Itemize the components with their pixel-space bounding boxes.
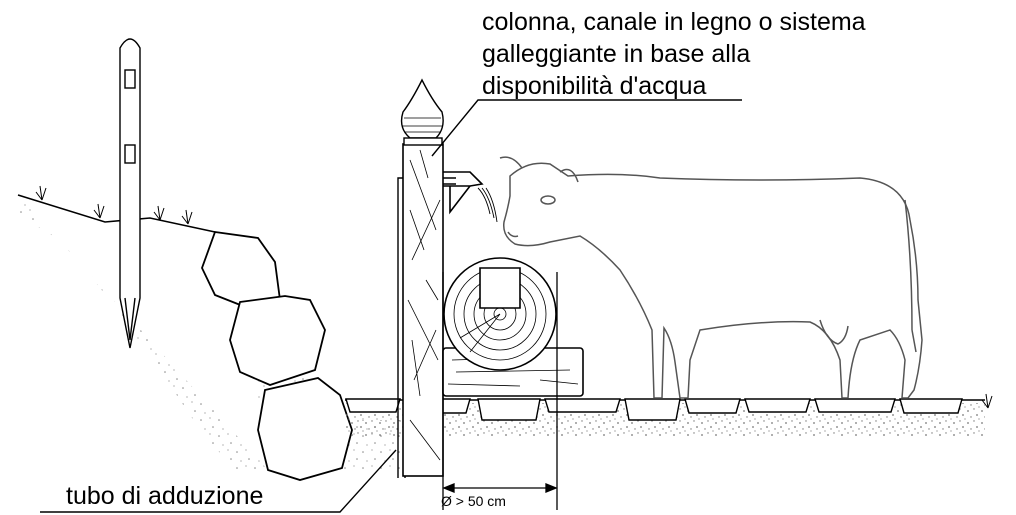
top-note-line-3: disponibilità d'acqua <box>482 72 707 100</box>
water-spout <box>443 171 498 223</box>
paving-slabs <box>345 398 963 421</box>
top-note: colonna, canale in legno o sistema galle… <box>482 6 866 102</box>
top-note-line-2: galleggiante in base alla <box>482 40 751 68</box>
diameter-label: Ø > 50 cm <box>441 493 506 509</box>
retaining-stones <box>201 231 353 481</box>
grass-tufts <box>35 185 993 409</box>
wooden-column <box>402 143 444 477</box>
ground-stake <box>119 38 141 349</box>
pipe-label-leader <box>40 449 397 513</box>
top-note-line-1: colonna, canale in legno o sistema <box>482 8 866 36</box>
top-note-leader <box>431 99 742 157</box>
column-finial <box>400 78 444 146</box>
pipe-label: tubo di adduzione <box>66 482 264 510</box>
cow <box>499 156 923 399</box>
log-trough <box>442 257 584 397</box>
diameter-dimension <box>442 272 558 510</box>
